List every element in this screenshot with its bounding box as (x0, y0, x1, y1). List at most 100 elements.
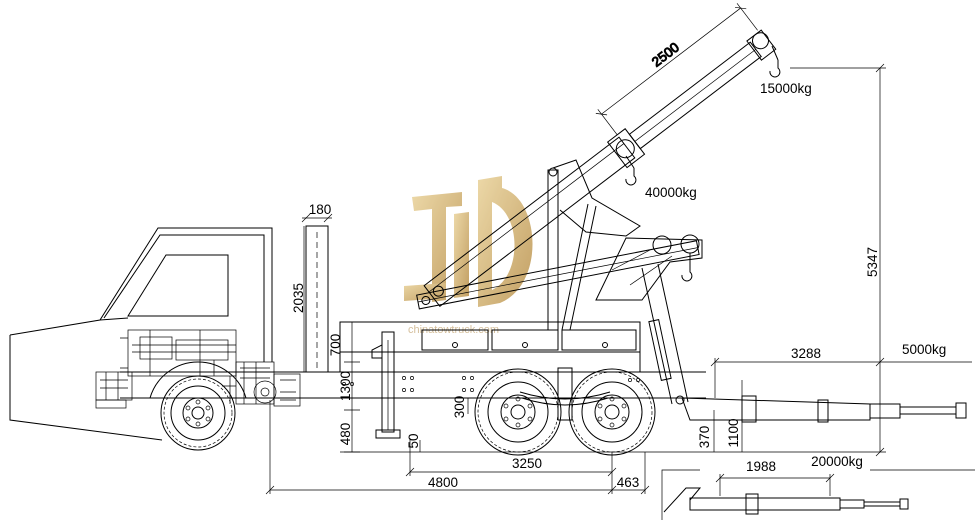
rivet (470, 376, 474, 380)
rivet (628, 378, 632, 382)
boom-tip-hook (769, 45, 781, 78)
rivet (470, 388, 474, 392)
dimension-label-body-height: 700 (328, 334, 343, 357)
dimension-label-stack-width: 180 (309, 202, 332, 217)
cab-outline (9, 227, 273, 441)
front-bumper (95, 399, 127, 409)
dimension-tick (595, 6, 747, 116)
battery-detail (100, 372, 128, 400)
hook-icon (625, 168, 637, 186)
rear-sheave-left (652, 235, 672, 255)
inset-underlift-extension (839, 499, 865, 509)
rivet (342, 382, 346, 386)
wheel-bolt (597, 416, 603, 422)
wheel-bolt (503, 403, 509, 409)
dimension-label-rear-axle-span: 3250 (512, 456, 542, 471)
wheel-bolt (527, 416, 533, 422)
mast-column (547, 169, 559, 331)
dimension-tick (265, 485, 650, 495)
wheel-bolt (503, 416, 509, 422)
lift-cylinder (561, 203, 597, 331)
wheel-bolt (609, 396, 615, 402)
toolbox-door (491, 329, 559, 351)
dimension-label-underlift-low: 370 (697, 426, 712, 449)
wheel-bolt (597, 403, 603, 409)
boom-base-inner (428, 143, 625, 293)
rear-wheel-bolts (503, 396, 533, 428)
dimension-label-underlift-high: 1100 (726, 418, 741, 447)
drivetrain-detail (222, 362, 296, 404)
driveshaft-hub (260, 387, 270, 397)
cab-inner-line (103, 234, 265, 362)
engine-block (127, 329, 237, 377)
load-label-boom-tip: 15000kg (760, 81, 812, 96)
underlift-support-arm (641, 263, 689, 405)
boom-base-section (423, 136, 636, 308)
rear-tire-tread (477, 371, 559, 453)
toolbox-handle (522, 342, 528, 348)
boom-base-pivot (432, 285, 444, 297)
battery-box (95, 371, 133, 401)
cab-door-line (99, 317, 129, 321)
wheel-bolt (515, 396, 521, 402)
rivet (402, 388, 406, 392)
front-wheel-bolts (185, 399, 211, 427)
toolbox-handle (602, 342, 608, 348)
inset-support-arm (663, 487, 702, 513)
hook-icon (769, 60, 781, 78)
rivet (410, 388, 414, 392)
rear-tire (474, 368, 562, 456)
inset-underlift-boom (689, 497, 841, 511)
inset-extension-tube (864, 501, 900, 507)
rivet (402, 376, 406, 380)
load-label-underlift-extended: 5000kg (902, 342, 946, 357)
toolbox-handle (452, 342, 458, 348)
frame-rivets (342, 376, 640, 392)
drawing-labels: 15000kg 40000kg 180 2035 700 1300 480 30… (291, 81, 946, 490)
front-hub (182, 397, 214, 429)
wheel-bolt (185, 405, 191, 411)
crane-mast (547, 159, 641, 331)
outrigger-bracket (371, 344, 383, 359)
cab-shell (9, 227, 273, 362)
inset-underlift-clamp (745, 493, 759, 515)
mast-bracket (552, 159, 641, 237)
rivet (462, 376, 466, 380)
dimension-line (601, 7, 741, 115)
front-fender (149, 361, 247, 399)
rivet (462, 388, 466, 392)
driveshaft-flange (253, 380, 277, 404)
outrigger-leg (371, 331, 401, 439)
underlift-assembly (681, 395, 967, 423)
underlift-clamp (817, 399, 829, 423)
rear-jib (595, 234, 703, 301)
dimension-tick (715, 473, 835, 496)
rear-jib-bracing (611, 249, 673, 286)
boom-extension-dimension (595, 3, 758, 136)
toolbox-door (421, 329, 489, 351)
wheel-bolt (515, 422, 521, 428)
wheel-bolt (185, 416, 191, 422)
exhaust-stack (305, 225, 329, 373)
rear-wheel-1 (474, 368, 562, 456)
hook-cable (625, 155, 635, 169)
inset-underlift-view (661, 469, 975, 520)
wheel-bolt (205, 416, 211, 422)
leaf-spring (519, 391, 611, 406)
support-arm-cylinder (648, 319, 672, 381)
outrigger-foot (375, 429, 401, 439)
wheel-bolt (527, 403, 533, 409)
load-label-underlift-retracted: 20000kg (811, 454, 863, 469)
rear-rim (487, 381, 549, 443)
support-arm-rails (641, 263, 689, 405)
hook-cable (771, 45, 779, 61)
underlift-extension (869, 403, 901, 419)
dimension-label-inset-reach: 1988 (746, 459, 776, 474)
transfer-case (273, 373, 301, 407)
engine-cover (139, 336, 173, 360)
rear-sheave-right (680, 234, 700, 254)
dimension-extension-line (736, 3, 758, 31)
body-compartments (339, 321, 641, 373)
dimension-label-lower-height: 480 (338, 423, 353, 446)
